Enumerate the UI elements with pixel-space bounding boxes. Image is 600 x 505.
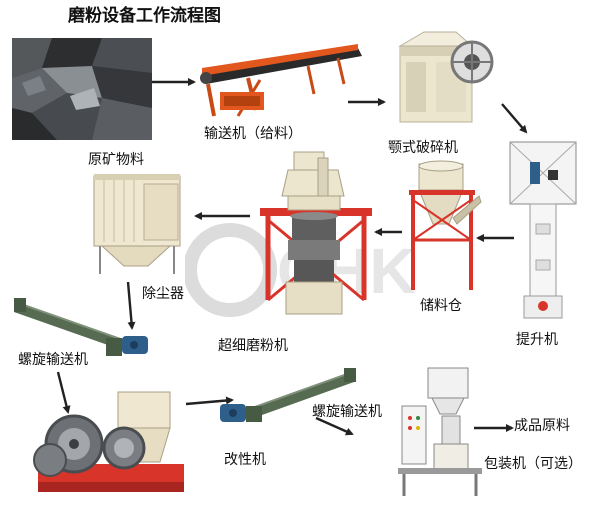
label-dust-collector: 除尘器 (142, 286, 184, 302)
packing-machine-illustration-icon (398, 367, 482, 496)
screw-conveyor-illustration-icon (14, 298, 148, 356)
belt-conveyor-illustration-icon (200, 44, 362, 117)
storage-bin-illustration-icon (409, 160, 482, 290)
arrow-collector-to-screw (126, 281, 136, 330)
label-packing-machine: 包装机（可选） (484, 456, 582, 472)
diagram-title: 磨粉设备工作流程图 (68, 6, 221, 26)
label-screw-conveyor-1: 螺旋输送机 (18, 352, 88, 368)
powder-modifier-illustration-icon (33, 391, 184, 492)
label-finished-product: 成品原料 (514, 418, 570, 434)
jaw-crusher-illustration-icon (398, 31, 494, 123)
label-modifier: 改性机 (224, 452, 266, 468)
bucket-elevator-illustration-icon (509, 141, 577, 319)
screw-conveyor-2-illustration-icon (220, 368, 356, 422)
label-screw-conveyor-2: 螺旋输送机 (312, 404, 382, 420)
label-jaw-crusher: 颚式破碎机 (388, 140, 458, 156)
arrow-screw-to-packing (315, 416, 354, 436)
coal-rock-photo-icon (12, 38, 152, 140)
ultrafine-mill-illustration-icon (260, 151, 372, 315)
label-ultrafine-mill: 超细磨粉机 (218, 338, 288, 354)
label-raw-ore: 原矿物料 (88, 152, 144, 168)
arrow-modifier-to-screw (185, 396, 234, 406)
arrow-screw-to-modifier (56, 371, 71, 414)
arrow-crusher-to-elevator (501, 103, 528, 134)
label-elevator: 提升机 (516, 332, 558, 348)
bag-dust-collector-illustration-icon (93, 174, 181, 274)
label-storage-bin: 储料仓 (420, 298, 462, 314)
label-conveyor: 输送机（给料） (204, 126, 302, 142)
